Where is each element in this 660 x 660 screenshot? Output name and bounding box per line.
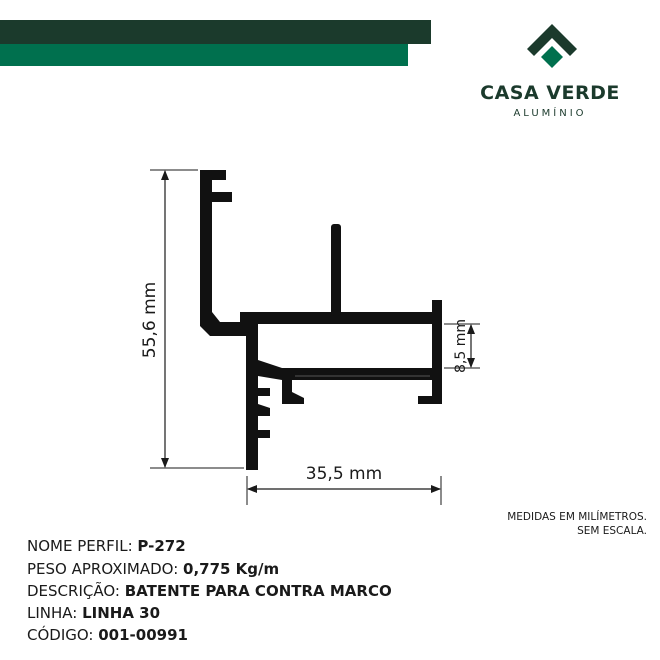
spec-label: DESCRIÇÃO: xyxy=(27,582,125,600)
width-dimension: 35,5 mm xyxy=(246,464,442,505)
width-dimension-label: 35,5 mm xyxy=(306,464,382,484)
spec-code: CÓDIGO: 001-00991 xyxy=(27,626,188,644)
small-dimension-label: 8,5 mm xyxy=(453,319,469,373)
header-band-dark xyxy=(0,20,431,44)
spec-label: NOME PERFIL: xyxy=(27,537,138,555)
units-note: MEDIDAS EM MILÍMETROS. xyxy=(507,511,647,523)
spec-value: P-272 xyxy=(137,537,186,555)
spec-value: 001-00991 xyxy=(98,626,188,644)
aluminum-profile-shape xyxy=(200,170,442,470)
spec-line: LINHA: LINHA 30 xyxy=(27,604,160,622)
spec-description: DESCRIÇÃO: BATENTE PARA CONTRA MARCO xyxy=(27,582,392,600)
spec-profile-name: NOME PERFIL: P-272 xyxy=(27,537,186,555)
height-dimension-label: 55,6 mm xyxy=(140,282,160,358)
header-band-green xyxy=(0,44,408,66)
profile-drawing: 55,6 mm 35,5 mm 8,5 mm xyxy=(140,169,480,505)
height-dimension: 55,6 mm xyxy=(140,169,244,469)
brand-logo: CASA VERDE ALUMÍNIO xyxy=(470,20,630,130)
brand-subtitle: ALUMÍNIO xyxy=(513,108,587,119)
spec-value: 0,775 Kg/m xyxy=(183,560,280,578)
logo-mark-outer xyxy=(527,24,577,74)
spec-value: LINHA 30 xyxy=(82,604,161,622)
logo-mark-inner xyxy=(541,46,563,68)
spec-weight: PESO APROXIMADO: 0,775 Kg/m xyxy=(27,560,279,578)
spec-label: LINHA: xyxy=(27,604,83,622)
brand-name: CASA VERDE xyxy=(480,82,620,104)
spec-value: BATENTE PARA CONTRA MARCO xyxy=(124,582,392,600)
scale-note: SEM ESCALA. xyxy=(577,525,647,537)
small-dimension: 8,5 mm xyxy=(444,319,480,373)
logo-mark-icon xyxy=(527,24,577,74)
spec-label: PESO APROXIMADO: xyxy=(27,560,184,578)
spec-label: CÓDIGO: xyxy=(27,626,99,644)
